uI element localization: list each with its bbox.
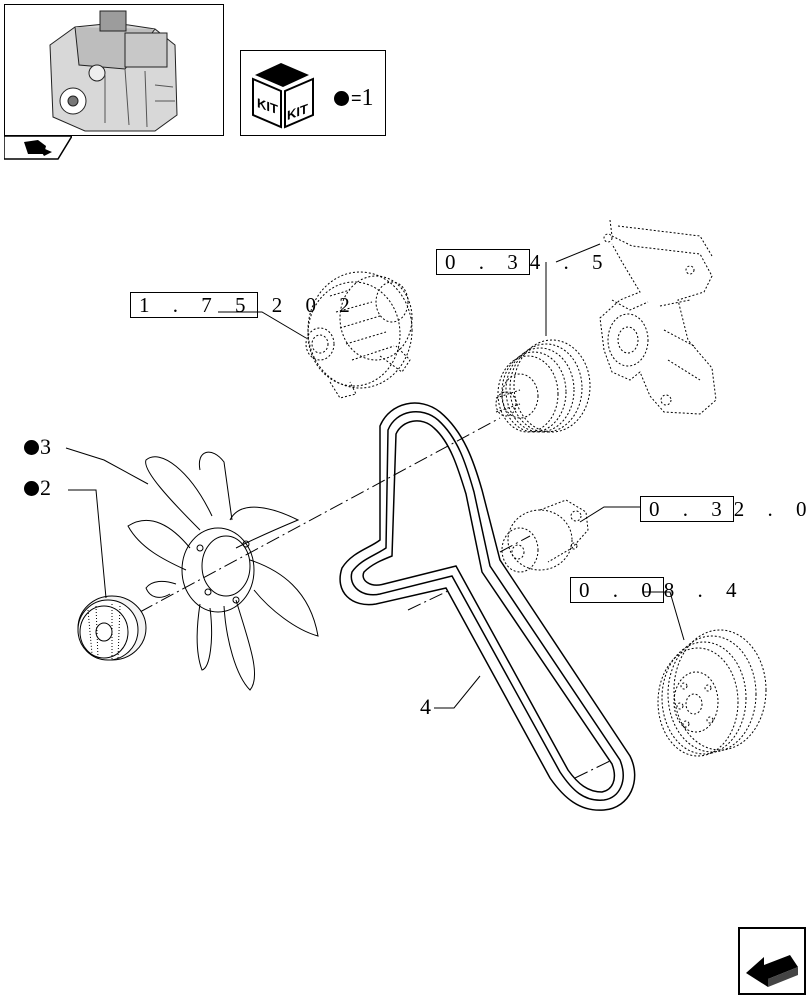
kit-dot-icon [334,90,349,106]
ref-crank-pulley-boxed: 0 . 0 [570,577,664,603]
water-pump-pulley [495,339,591,433]
thumbnail-tab[interactable] [4,136,72,160]
ref-water-pump-boxed: 0 . 3 [436,249,530,275]
callout-2: 2 [24,477,51,499]
ref-tensioner-rest: 2 . 0 [733,497,812,521]
ref-water-pump-rest: 4 . 5 [529,250,612,274]
alternator [305,271,413,399]
fan-drive-pulley [77,595,147,661]
engine-thumbnail-image [49,10,178,132]
kit-dot-icon [24,481,39,496]
callout-4-number: 4 [420,694,431,719]
kit-legend-box: KIT KIT [240,50,386,136]
callout-3: 3 [24,436,51,458]
kit-box-icon: KIT KIT [252,63,314,129]
ref-alternator-rest: 2 0 2 [257,293,359,317]
callout-3-number: 3 [40,434,51,459]
ref-tensioner-boxed: 0 . 3 [640,496,734,522]
ref-alternator-boxed: 1 . 7 5 [130,292,258,318]
kit-legend: =1 [334,84,374,112]
view-arrow-icon [24,140,46,154]
leader-lines [65,243,685,709]
back-arrow-icon [746,955,798,987]
center-lines [139,417,613,779]
ref-alternator[interactable]: 1 . 7 5 2 0 2 [130,292,359,318]
cooling-fan [127,451,319,691]
ref-crank-pulley-rest: 8 . 4 [663,578,746,602]
next-page-arrow-button[interactable] [738,927,806,995]
kit-quantity: 1 [361,84,374,111]
engine-thumbnail[interactable] [4,4,224,136]
kit-dot-icon [24,440,39,455]
belt-tensioner [501,499,589,573]
callout-4: 4 [420,696,431,718]
water-pump-bracket [599,219,717,415]
crankshaft-pulley [657,629,767,757]
kit-equals: = [351,87,362,108]
poly-v-belt [339,402,636,811]
callout-2-number: 2 [40,475,51,500]
